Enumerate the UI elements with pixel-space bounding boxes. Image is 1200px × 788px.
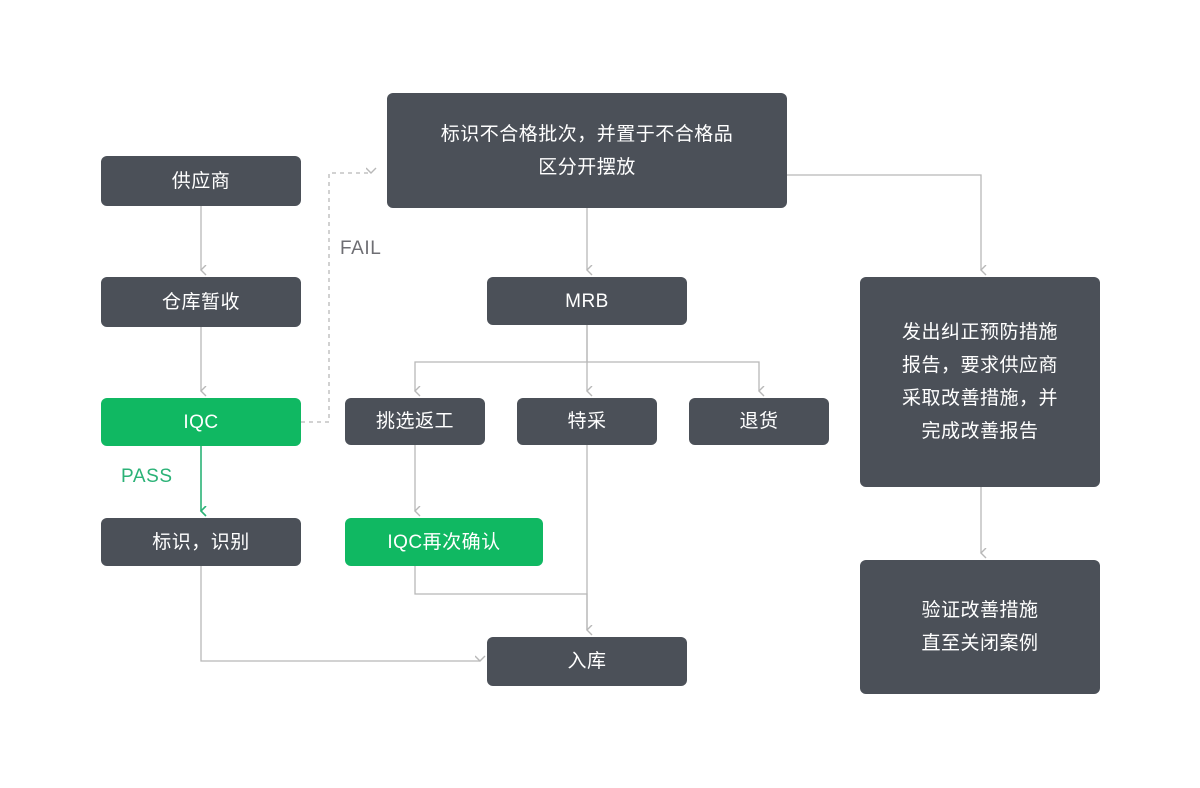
node-deviation-accept[interactable]: 特采: [517, 398, 657, 445]
node-iqc-recheck[interactable]: IQC再次确认: [345, 518, 543, 566]
node-sort-rework[interactable]: 挑选返工: [345, 398, 485, 445]
node-mrb[interactable]: MRB: [487, 277, 687, 325]
node-capa-report[interactable]: 发出纠正预防措施 报告，要求供应商 采取改善措施，并 完成改善报告: [860, 277, 1100, 487]
edge-label-pass: PASS: [121, 466, 173, 487]
edge-mark-stockin: [200, 566, 480, 661]
node-warehouse-temp-receipt[interactable]: 仓库暂收: [101, 277, 301, 327]
edge-label-fail: FAIL: [340, 238, 382, 259]
node-return-goods[interactable]: 退货: [689, 398, 829, 445]
node-supplier[interactable]: 供应商: [101, 156, 301, 206]
edge-iqcrecheck-stockin: [414, 566, 587, 630]
edge-iqc-identifyng-fail: [301, 173, 371, 423]
edge-mrb-rework: [415, 325, 588, 391]
node-iqc[interactable]: IQC: [101, 398, 301, 446]
edge-identifyng-capa: [787, 174, 981, 270]
node-mark-identify[interactable]: 标识，识别: [101, 518, 301, 566]
edge-mrb-return: [587, 361, 759, 391]
node-verify-close-case[interactable]: 验证改善措施 直至关闭案例: [860, 560, 1100, 694]
node-stock-in[interactable]: 入库: [487, 637, 687, 686]
node-identify-nonconforming-lot[interactable]: 标识不合格批次，并置于不合格品 区分开摆放: [387, 93, 787, 208]
